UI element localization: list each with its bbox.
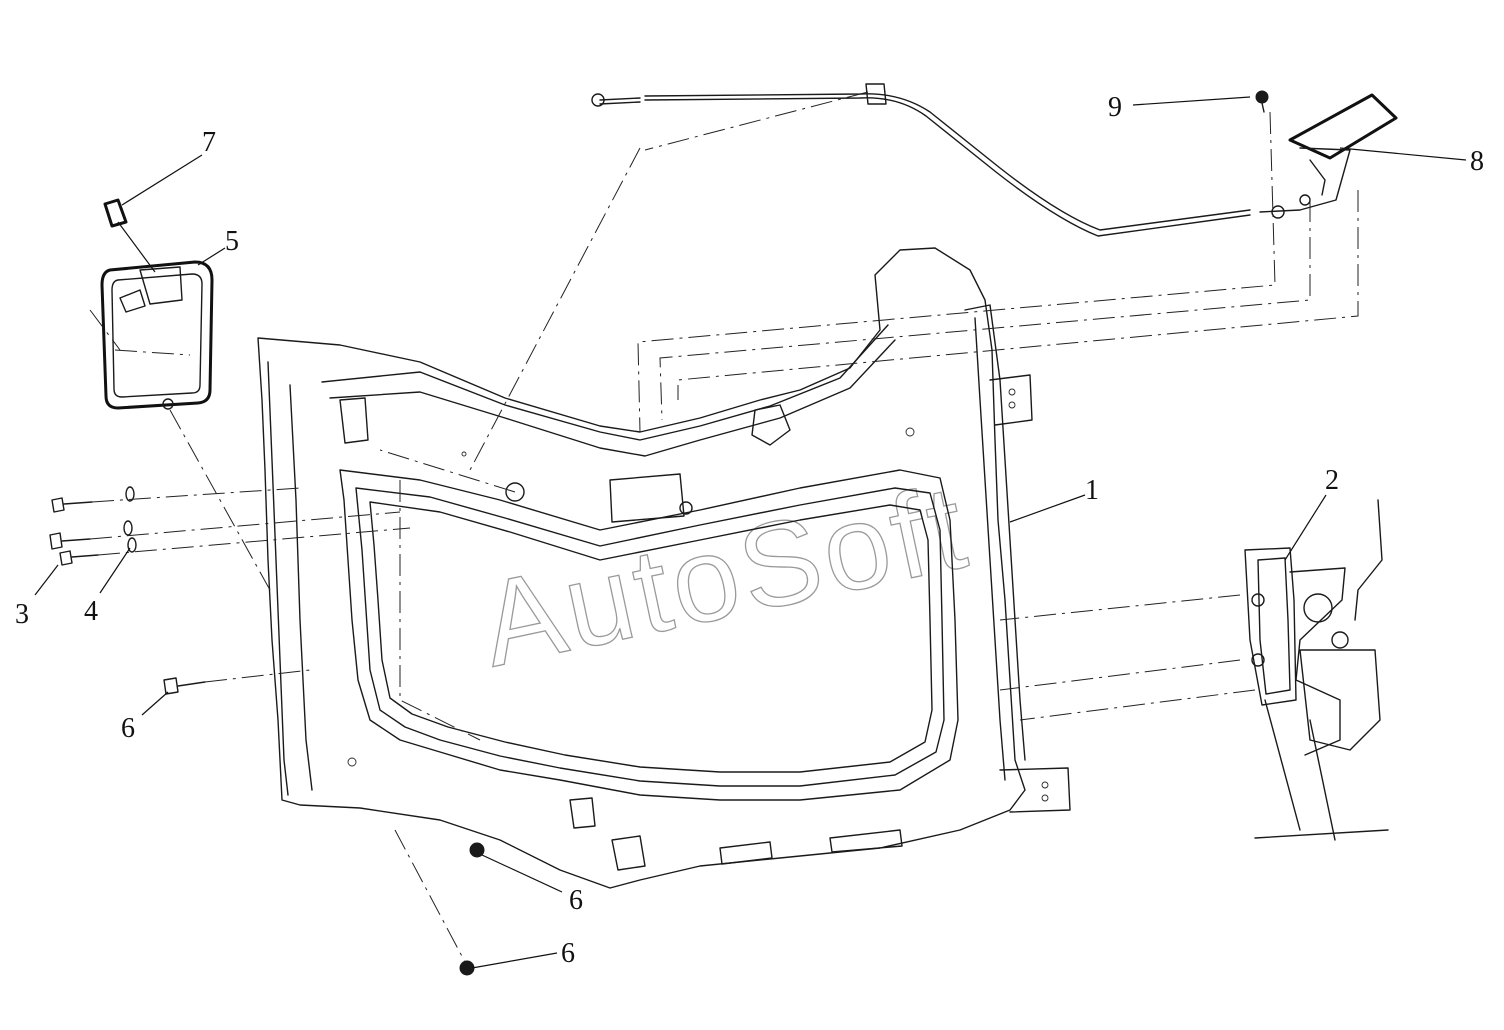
callout-8: 8 bbox=[1470, 146, 1484, 177]
inner-handle-bezel-part bbox=[100, 260, 214, 410]
callout-6-lower: 6 bbox=[561, 938, 575, 969]
callout-1: 1 bbox=[1085, 475, 1099, 506]
callout-3: 3 bbox=[15, 599, 29, 630]
screw-part-9 bbox=[1255, 90, 1269, 113]
callout-6-left: 6 bbox=[121, 713, 135, 744]
watermark: AutoSoft bbox=[470, 459, 979, 692]
outer-handle-part bbox=[1259, 93, 1398, 219]
callout-2: 2 bbox=[1325, 465, 1339, 496]
assembly-centerlines bbox=[89, 91, 1359, 963]
door-lock-part bbox=[1244, 499, 1389, 841]
callout-6-bottom: 6 bbox=[569, 885, 583, 916]
callout-4: 4 bbox=[84, 596, 98, 627]
callout-9: 9 bbox=[1108, 92, 1122, 123]
callout-7: 7 bbox=[202, 127, 216, 158]
release-cable-part bbox=[591, 83, 1251, 237]
callout-leaders bbox=[34, 96, 1467, 969]
door-frame-part bbox=[257, 247, 1071, 889]
callout-5: 5 bbox=[225, 226, 239, 257]
callout-labels: 1 2 3 4 5 6 6 6 7 8 9 bbox=[15, 92, 1484, 969]
fastener-screws bbox=[49, 486, 485, 976]
handle-lever-part bbox=[103, 198, 156, 273]
